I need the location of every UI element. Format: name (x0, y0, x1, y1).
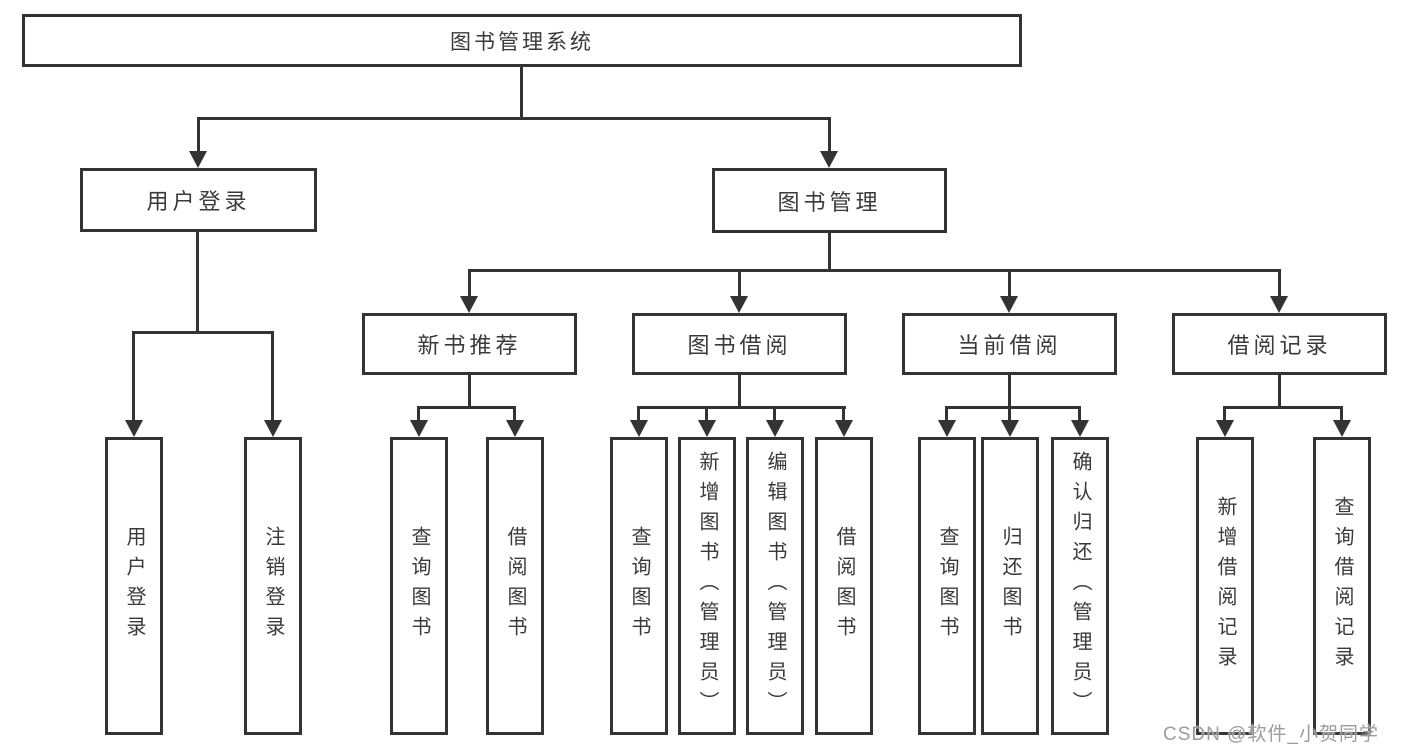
leaf-borrow-books-borrow: 借阅图书 (815, 437, 873, 735)
connector-userlogin-stem (196, 232, 199, 333)
connector-bookborrow-drop-2 (705, 406, 708, 422)
connector-newbooks-drop-2 (513, 406, 516, 422)
arrow-down-icon (125, 420, 143, 437)
leaf-borrow-books-newbooks: 借阅图书 (486, 437, 544, 735)
arrow-down-icon (1270, 296, 1288, 313)
connector-currentborrow-drop-3 (1078, 406, 1081, 422)
connector-bookborrow-drop-1 (637, 406, 640, 422)
connector-userlogin-drop-2 (271, 331, 274, 421)
node-borrow-records: 借阅记录 (1172, 313, 1387, 375)
connector-userlogin-hline (132, 331, 274, 334)
arrow-down-icon (1000, 296, 1018, 313)
connector-l3-hline (468, 269, 1281, 272)
connector-bookborrow-hline (637, 406, 846, 409)
arrow-down-icon (730, 296, 748, 313)
node-user-login: 用户登录 (80, 168, 317, 232)
leaf-user-login: 用户登录 (105, 437, 163, 735)
arrow-down-icon (189, 151, 207, 168)
leaf-add-borrow-record: 新增借阅记录 (1196, 437, 1254, 735)
connector-bookborrow-drop-3 (773, 406, 776, 422)
connector-l3-drop-4 (1278, 269, 1281, 297)
connector-bookborrow-drop-4 (842, 406, 845, 422)
connector-bookborrow-stem (738, 375, 741, 408)
arrow-down-icon (460, 296, 478, 313)
arrow-down-icon (1001, 420, 1019, 437)
leaf-return-books: 归还图书 (981, 437, 1039, 735)
leaf-confirm-return-admin: 确认归还（管理员） (1051, 437, 1109, 735)
connector-root-stem (520, 67, 523, 120)
leaf-query-books-newbooks: 查询图书 (390, 437, 448, 735)
connector-currentborrow-stem (1008, 375, 1011, 408)
arrow-down-icon (766, 420, 784, 437)
connector-l2-hline (197, 117, 831, 120)
node-book-management: 图书管理 (712, 168, 947, 233)
connector-newbooks-hline (417, 406, 516, 409)
connector-borrowrecords-hline (1223, 406, 1343, 409)
leaf-query-books-borrow: 查询图书 (610, 437, 668, 735)
connector-bookmgmt-stem (828, 233, 831, 271)
leaf-query-books-current: 查询图书 (918, 437, 976, 735)
connector-l3-drop-2 (738, 269, 741, 297)
connector-newbooks-stem (468, 375, 471, 408)
arrow-down-icon (938, 420, 956, 437)
connector-newbooks-drop-1 (417, 406, 420, 422)
arrow-down-icon (630, 420, 648, 437)
arrow-down-icon (1071, 420, 1089, 437)
node-new-book-recommend: 新书推荐 (362, 313, 577, 375)
connector-currentborrow-drop-1 (945, 406, 948, 422)
csdn-watermark: CSDN @软件_小贺同学 (1163, 724, 1379, 745)
connector-borrowrecords-drop-1 (1223, 406, 1226, 422)
connector-currentborrow-hline (945, 406, 1081, 409)
leaf-edit-book-admin: 编辑图书（管理员） (746, 437, 804, 735)
connector-borrowrecords-drop-2 (1340, 406, 1343, 422)
arrow-down-icon (410, 420, 428, 437)
connector-currentborrow-drop-2 (1008, 406, 1011, 422)
arrow-down-icon (820, 151, 838, 168)
leaf-query-borrow-record: 查询借阅记录 (1313, 437, 1371, 735)
connector-l2-drop-right (828, 117, 831, 153)
node-root-system: 图书管理系统 (22, 14, 1022, 67)
arrow-down-icon (506, 420, 524, 437)
arrow-down-icon (1333, 420, 1351, 437)
connector-l3-drop-1 (468, 269, 471, 297)
arrow-down-icon (835, 420, 853, 437)
connector-userlogin-drop-1 (132, 331, 135, 421)
connector-borrowrecords-stem (1278, 375, 1281, 408)
connector-l3-drop-3 (1008, 269, 1011, 297)
leaf-add-book-admin: 新增图书（管理员） (678, 437, 736, 735)
node-current-borrow: 当前借阅 (902, 313, 1117, 375)
arrow-down-icon (1216, 420, 1234, 437)
arrow-down-icon (698, 420, 716, 437)
connector-l2-drop-left (197, 117, 200, 153)
node-book-borrow: 图书借阅 (632, 313, 847, 375)
arrow-down-icon (264, 420, 282, 437)
leaf-logout: 注销登录 (244, 437, 302, 735)
